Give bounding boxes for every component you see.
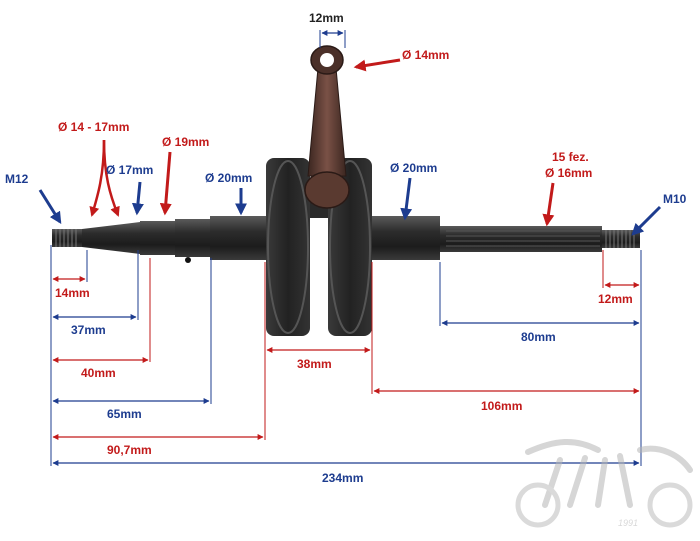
- label-d17: Ø 17mm: [106, 163, 153, 177]
- labels: M12 M10 12mm Ø 14mm Ø 14 - 17mm Ø 17mm Ø…: [5, 11, 687, 485]
- arrow-pin-14: [353, 58, 401, 72]
- arrow-m10: [631, 205, 662, 236]
- watermark-logo: 1991: [515, 438, 693, 528]
- dim-label-37: 37mm: [71, 323, 106, 337]
- watermark-year: 1991: [618, 518, 638, 528]
- arrow-d16-spline: [542, 182, 555, 227]
- dim-label-40: 40mm: [81, 366, 116, 380]
- left-thread-grooves: [55, 229, 77, 247]
- dimension-lines: [52, 30, 640, 466]
- bearing-seat-right: [372, 216, 440, 260]
- dim-label-65: 65mm: [107, 407, 142, 421]
- label-rod-width: 12mm: [309, 11, 344, 25]
- spline-section: [440, 226, 602, 252]
- arrow-d20-right: [400, 177, 413, 221]
- label-pin-diameter: Ø 14mm: [402, 48, 449, 62]
- dim-label-80: 80mm: [521, 330, 556, 344]
- watermark-wheel-right: [647, 482, 693, 528]
- bearing-seat-left: [210, 216, 268, 260]
- arrow-d17: [131, 181, 144, 216]
- label-spline-count: 15 fez.: [552, 150, 589, 164]
- label-d19: Ø 19mm: [162, 135, 209, 149]
- dim-label-106: 106mm: [481, 399, 522, 413]
- label-m12: M12: [5, 172, 29, 186]
- taper-section: [82, 222, 140, 254]
- label-m10: M10: [663, 192, 687, 206]
- left-flywheel-web: [266, 158, 310, 336]
- left-web-rim: [267, 160, 309, 334]
- connecting-rod: [307, 67, 347, 177]
- dim-label-90-7: 90,7mm: [107, 443, 152, 457]
- label-d20-left: Ø 20mm: [205, 171, 252, 185]
- callout-arrows: [38, 58, 662, 236]
- arrow-taper-b: [102, 139, 120, 217]
- spline-grooves: [446, 230, 600, 247]
- right-web-rim: [329, 160, 371, 334]
- label-d20-right: Ø 20mm: [390, 161, 437, 175]
- watermark-wheel-left: [515, 482, 561, 528]
- shaft-19: [175, 219, 210, 257]
- arrow-m12: [38, 189, 62, 225]
- dim-label-234: 234mm: [322, 471, 363, 485]
- shaft-17: [140, 221, 175, 255]
- label-spline-diameter: Ø 16mm: [545, 166, 592, 180]
- oil-hole: [185, 257, 191, 263]
- label-taper-diameter: Ø 14 - 17mm: [58, 120, 129, 134]
- dim-label-12-right: 12mm: [598, 292, 633, 306]
- crankshaft-picture: [52, 45, 640, 336]
- dim-label-38: 38mm: [297, 357, 332, 371]
- watermark-strokes: [525, 438, 693, 508]
- big-end: [304, 171, 350, 209]
- right-thread-grooves: [605, 230, 635, 248]
- small-end-bore: [320, 53, 334, 67]
- extension-lines: [50, 30, 642, 466]
- arrow-d19: [159, 151, 172, 216]
- dim-label-14: 14mm: [55, 286, 90, 300]
- arrow-taper-a: [89, 139, 106, 217]
